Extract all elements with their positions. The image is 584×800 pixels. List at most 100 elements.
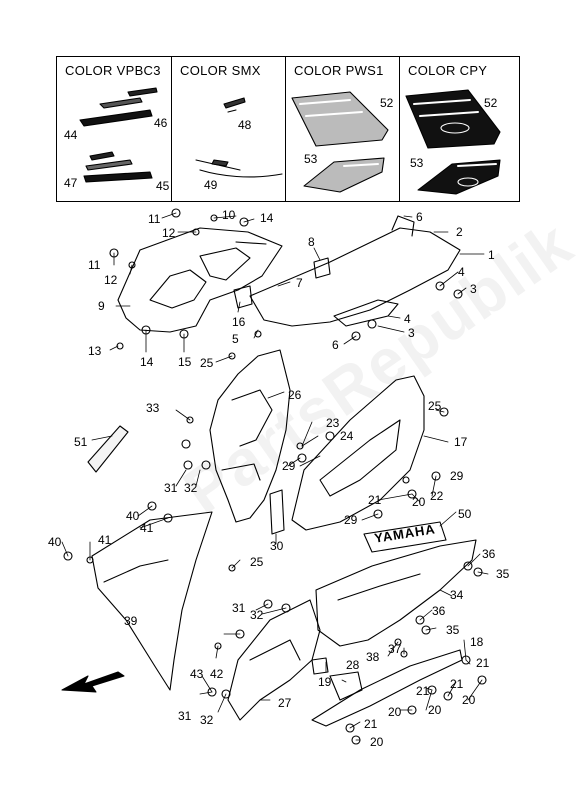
panel-title: COLOR PWS1 xyxy=(294,63,384,78)
panel-title: COLOR VPBC3 xyxy=(65,63,161,78)
color-variation-box: COLOR VPBC3 COLOR SMX COLOR PWS1 COLOR C… xyxy=(56,56,520,202)
callout-11: 11 xyxy=(88,258,101,272)
callout-25: 25 xyxy=(428,399,442,413)
callout-6: 6 xyxy=(416,210,423,224)
callout-13: 13 xyxy=(88,344,102,358)
callout-36: 36 xyxy=(432,604,446,618)
callout-5: 5 xyxy=(232,332,239,346)
callout-12: 12 xyxy=(162,226,176,240)
part-inner-panel xyxy=(209,349,291,523)
decal-cpy-top xyxy=(405,89,501,149)
callout-9: 9 xyxy=(98,299,105,313)
panel-title: COLOR SMX xyxy=(180,63,261,78)
leader-lines xyxy=(61,212,489,741)
callout-11: 11 xyxy=(148,212,161,226)
decal-smx-top xyxy=(223,97,246,113)
callout-48: 48 xyxy=(238,118,252,132)
callout-20: 20 xyxy=(428,703,442,717)
decal-smx-bottom xyxy=(195,159,283,178)
callout-21: 21 xyxy=(416,684,430,698)
panel-cpy: COLOR CPY xyxy=(399,57,521,201)
callout-21: 21 xyxy=(450,677,464,691)
callout-12: 12 xyxy=(104,273,118,287)
callout-21: 21 xyxy=(364,717,378,731)
callout-30: 30 xyxy=(270,539,284,553)
callout-40: 40 xyxy=(48,535,62,549)
callout-24: 24 xyxy=(340,429,354,443)
callout-21: 21 xyxy=(368,493,382,507)
decal-cpy-bottom xyxy=(417,159,501,195)
callout-49: 49 xyxy=(204,178,218,192)
callout-7: 7 xyxy=(296,276,303,290)
part-lower-inner-panel xyxy=(227,599,321,721)
panel-title: COLOR CPY xyxy=(408,63,488,78)
panel-smx: COLOR SMX xyxy=(171,57,285,201)
callout-20: 20 xyxy=(462,693,476,707)
callout-41: 41 xyxy=(98,533,112,547)
decal-yamaha xyxy=(363,521,447,553)
callout-46: 46 xyxy=(154,116,168,130)
callout-37: 37 xyxy=(388,642,402,656)
callout-40: 40 xyxy=(126,509,140,523)
callout-31: 31 xyxy=(232,601,246,615)
callout-14: 14 xyxy=(140,355,154,369)
decal-vpbc3-bottom xyxy=(83,151,153,183)
callout-3: 3 xyxy=(470,282,477,296)
callout-28: 28 xyxy=(346,658,360,672)
callout-34: 34 xyxy=(450,588,464,602)
callout-50: 50 xyxy=(458,507,472,521)
callout-26: 26 xyxy=(288,388,302,402)
callout-20: 20 xyxy=(370,735,384,749)
callout-31: 31 xyxy=(178,709,192,723)
callout-31: 31 xyxy=(164,481,178,495)
callout-43: 43 xyxy=(190,667,204,681)
callout-8: 8 xyxy=(308,235,315,249)
callout-18: 18 xyxy=(470,635,484,649)
callout-19: 19 xyxy=(318,675,332,689)
callout-29: 29 xyxy=(282,459,296,473)
callout-15: 15 xyxy=(178,355,192,369)
callout-38: 38 xyxy=(366,650,380,664)
callout-25: 25 xyxy=(250,555,264,569)
callout-44: 44 xyxy=(64,128,78,142)
callout-17: 17 xyxy=(454,435,468,449)
callout-3: 3 xyxy=(408,326,415,340)
callout-6: 6 xyxy=(332,338,339,352)
callout-1: 1 xyxy=(488,248,495,262)
panel-vpbc3: COLOR VPBC3 xyxy=(57,57,171,201)
callout-32: 32 xyxy=(250,608,264,622)
callout-39: 39 xyxy=(124,614,138,628)
part-front-cowl-left xyxy=(117,227,283,333)
callout-36: 36 xyxy=(482,547,496,561)
callout-14: 14 xyxy=(260,211,274,225)
part-side-panel-right xyxy=(291,375,425,531)
callout-27: 27 xyxy=(278,696,292,710)
decal-pws1-top xyxy=(291,91,389,147)
decal-pws1-bottom xyxy=(303,157,385,193)
front-direction-arrow xyxy=(61,671,125,693)
callout-32: 32 xyxy=(200,713,214,727)
callout-33: 33 xyxy=(146,401,160,415)
callout-22: 22 xyxy=(430,489,444,503)
callout-47: 47 xyxy=(64,176,78,190)
fasteners xyxy=(63,208,487,745)
callout-53: 53 xyxy=(410,156,424,170)
callout-32: 32 xyxy=(184,481,198,495)
callout-35: 35 xyxy=(496,567,510,581)
callout-29: 29 xyxy=(450,469,464,483)
callout-4: 4 xyxy=(404,312,411,326)
callout-21: 21 xyxy=(476,656,490,670)
part-front-cowl-right xyxy=(249,227,461,327)
callout-51: 51 xyxy=(74,435,88,449)
part-lower-cowl-left xyxy=(91,511,213,691)
callout-52: 52 xyxy=(484,96,498,110)
decal-51 xyxy=(87,425,129,473)
callout-4: 4 xyxy=(458,265,465,279)
decal-vpbc3-top xyxy=(79,87,158,127)
callout-20: 20 xyxy=(388,705,402,719)
callout-42: 42 xyxy=(210,667,224,681)
callout-10: 10 xyxy=(222,208,236,222)
callout-45: 45 xyxy=(156,179,170,193)
